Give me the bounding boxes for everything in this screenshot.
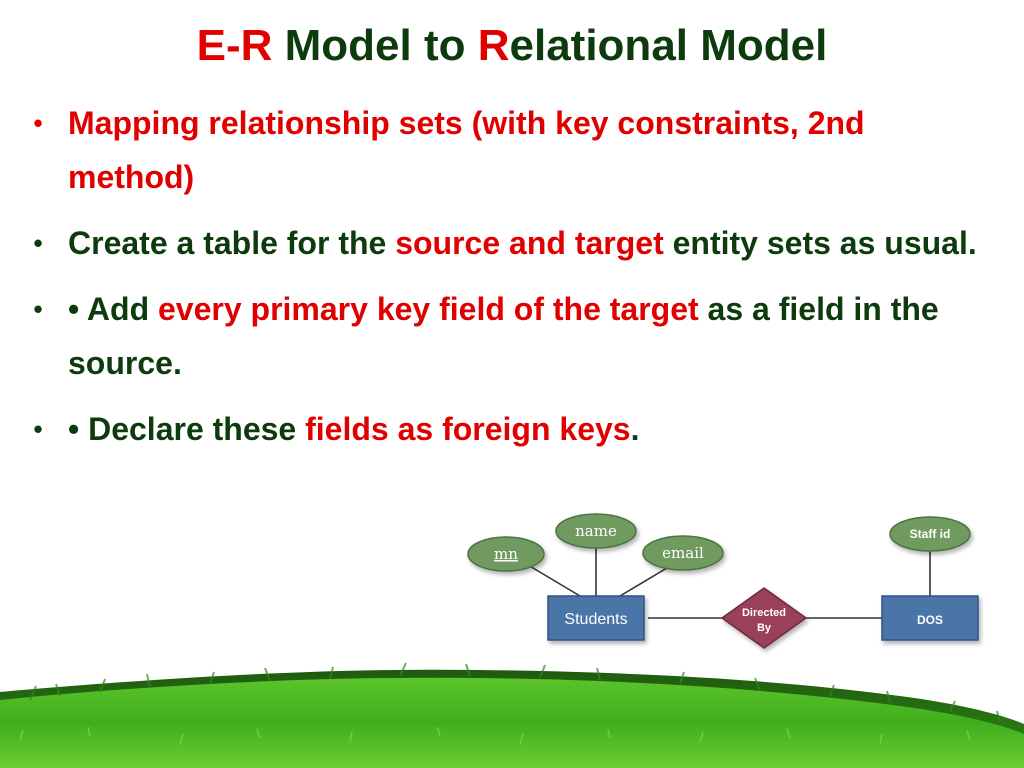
attribute-mn-label: mn (494, 545, 518, 563)
bullet-highlight: fields as foreign keys (305, 411, 631, 447)
bullet-text: . (630, 411, 640, 447)
bullet-text: • Add (68, 291, 158, 327)
connector-mn (527, 564, 581, 597)
bullet-item-add-key: • • Add every primary key field of the t… (28, 282, 988, 390)
attribute-email-label: email (662, 544, 704, 562)
bullet-item-mapping: • Mapping relationship sets (with key co… (28, 96, 988, 204)
bullet-highlight: every primary key field of the target (158, 291, 699, 327)
grass-decoration (0, 662, 1024, 768)
er-diagram: mn name email Staff id Students DOS Dire… (467, 513, 979, 649)
attribute-name: name (555, 513, 637, 549)
bullet-dot: • (33, 294, 43, 324)
attribute-staff-id: Staff id (889, 516, 971, 552)
entity-students: Students (547, 595, 645, 641)
attribute-email: email (642, 535, 724, 571)
bullet-dot: • (33, 108, 43, 138)
attribute-staff-id-label: Staff id (910, 527, 951, 541)
title-model-to: Model to (272, 21, 478, 70)
bullet-dot: • (33, 414, 43, 444)
title-er: E-R (196, 21, 273, 70)
connector-email (619, 564, 673, 597)
entity-students-label: Students (564, 611, 627, 628)
relationship-label-line1: Directed (742, 607, 786, 619)
title-r: R (477, 21, 510, 70)
bullet-item-create-table: • Create a table for the source and targ… (28, 216, 988, 270)
bullet-text: Mapping relationship sets (with key cons… (68, 105, 865, 195)
bullet-text: as a field in the source. (68, 291, 939, 381)
bullet-text: Create a table for the (68, 225, 396, 261)
connector-lines (527, 546, 931, 619)
relationship-label-line2: By (757, 622, 772, 634)
bullet-text: entity sets as usual. (663, 225, 977, 261)
bullet-text: • Declare these (68, 411, 306, 447)
title-relational-model: elational Model (509, 21, 828, 70)
attribute-mn: mn (467, 536, 545, 572)
attribute-name-label: name (575, 522, 617, 540)
entity-dos-label: DOS (917, 613, 943, 627)
bullet-item-declare-fk: • • Declare these fields as foreign keys… (28, 402, 988, 456)
bullet-dot: • (33, 228, 43, 258)
relationship-directed-by: Directed By (720, 587, 808, 649)
slide-title: E-R Model to Relational Model (0, 18, 1024, 74)
bullet-list: • Mapping relationship sets (with key co… (28, 96, 988, 468)
entity-dos: DOS (881, 595, 979, 641)
bullet-highlight: source and target (395, 225, 664, 261)
